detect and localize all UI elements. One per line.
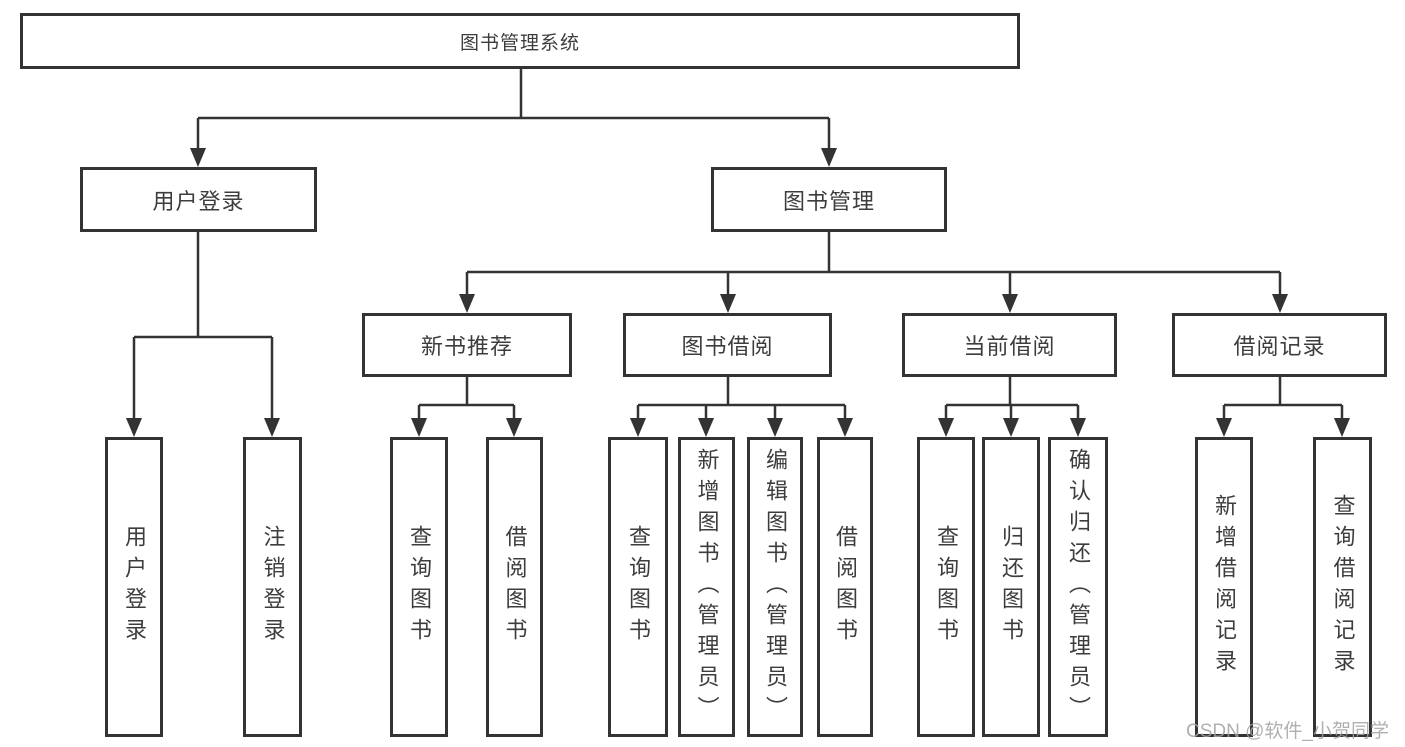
- node-current-borrowing-label: 当前借阅: [963, 334, 1056, 359]
- leaf-confirm-return-admin-label: 确认归还（管理员）: [1066, 447, 1091, 727]
- node-user-login-label: 用户登录: [152, 188, 245, 214]
- leaf-add-borrow-record-label: 新增借阅记录: [1212, 494, 1237, 680]
- node-new-book-recommend: 新书推荐: [362, 313, 572, 377]
- connector-borrowing-records-to-leaves: [1216, 377, 1350, 437]
- leaf-add-borrow-record: 新增借阅记录: [1195, 437, 1253, 737]
- leaf-borrow-books: 借阅图书: [817, 437, 873, 737]
- leaf-query-borrow-record-label: 查询借阅记录: [1330, 494, 1356, 680]
- leaf-return-books-label: 归还图书: [999, 525, 1024, 649]
- leaf-query-books-newbook: 查询图书: [390, 437, 448, 737]
- node-book-management-system-label: 图书管理系统: [459, 32, 580, 54]
- connector-current-borrowing-to-leaves: [938, 377, 1086, 437]
- leaf-add-books-admin-label: 新增图书（管理员）: [694, 447, 720, 727]
- leaf-query-books-newbook-label: 查询图书: [407, 525, 432, 649]
- node-new-book-recommend-label: 新书推荐: [420, 334, 513, 359]
- connector-new-book-to-leaves: [411, 377, 522, 437]
- connector-root-to-level2: [190, 69, 837, 167]
- leaf-query-books-borrowing: 查询图书: [608, 437, 668, 737]
- node-book-borrowing-label: 图书借阅: [681, 334, 774, 359]
- node-book-borrowing: 图书借阅: [623, 313, 832, 377]
- leaf-confirm-return-admin: 确认归还（管理员）: [1048, 437, 1108, 737]
- node-book-management-label: 图书管理: [782, 188, 875, 214]
- node-current-borrowing: 当前借阅: [902, 313, 1117, 377]
- leaf-user-login-label: 用户登录: [122, 525, 147, 649]
- leaf-query-books-borrowing-label: 查询图书: [626, 525, 651, 649]
- node-book-management: 图书管理: [711, 167, 947, 232]
- node-borrowing-records-label: 借阅记录: [1233, 334, 1326, 359]
- connector-book-borrowing-to-leaves: [630, 377, 853, 437]
- leaf-logout-label: 注销登录: [260, 525, 286, 649]
- node-borrowing-records: 借阅记录: [1172, 313, 1387, 377]
- leaf-return-books: 归还图书: [982, 437, 1040, 737]
- leaf-user-login: 用户登录: [105, 437, 163, 737]
- leaf-query-borrow-record: 查询借阅记录: [1313, 437, 1372, 737]
- leaf-query-books-current-label: 查询图书: [934, 525, 959, 649]
- leaf-query-books-current: 查询图书: [917, 437, 975, 737]
- node-book-management-system: 图书管理系统: [20, 13, 1020, 69]
- leaf-borrow-books-newbook-label: 借阅图书: [502, 525, 528, 649]
- connector-book-management-to-level3: [459, 232, 1288, 313]
- connector-user-login-to-leaves: [126, 232, 280, 437]
- leaf-edit-books-admin-label: 编辑图书（管理员）: [763, 447, 788, 727]
- node-user-login: 用户登录: [80, 167, 317, 232]
- leaf-borrow-books-label: 借阅图书: [833, 525, 858, 649]
- leaf-borrow-books-newbook: 借阅图书: [486, 437, 543, 737]
- csdn-watermark: CSDN @软件_小贺同学: [1186, 721, 1389, 742]
- leaf-logout: 注销登录: [243, 437, 302, 737]
- leaf-add-books-admin: 新增图书（管理员）: [678, 437, 735, 737]
- leaf-edit-books-admin: 编辑图书（管理员）: [747, 437, 803, 737]
